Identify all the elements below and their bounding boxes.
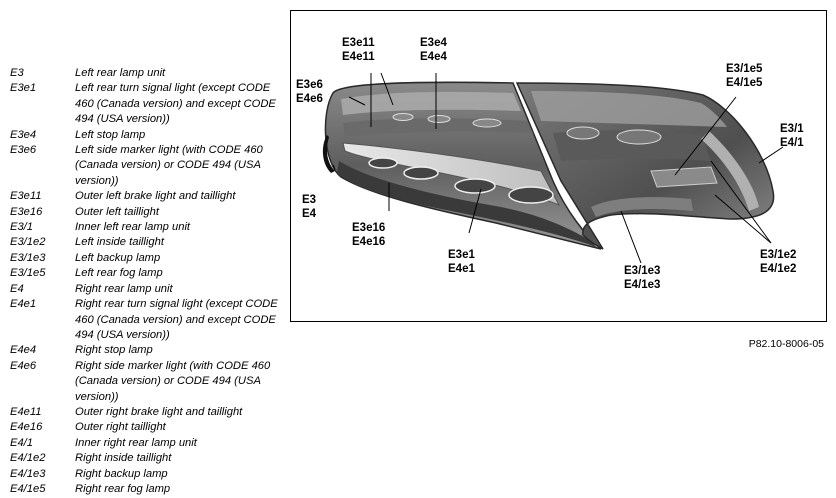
legend-description: Right backup lamp: [75, 467, 168, 480]
legend-code: E4/1e3: [10, 467, 46, 480]
callout-rear-lamp-unit: E3 E4: [302, 193, 316, 221]
legend-row: E3e1 Left rear turn signal light (except …: [10, 81, 282, 127]
tail-lamp-illustration: [322, 72, 784, 264]
callout-turn-signal-light: E3e1 E4e1: [448, 248, 475, 276]
legend-description: Inner right rear lamp unit: [75, 436, 197, 449]
legend-row: E3/1 Inner left rear lamp unit: [10, 220, 282, 235]
legend-code: E3e11: [10, 190, 42, 203]
legend-description: Left inside taillight: [75, 236, 164, 249]
callout-line-2: E4e6: [296, 93, 323, 105]
legend-description: Right side marker light (with CODE 460 (…: [75, 359, 271, 403]
legend-description: Inner left rear lamp unit: [75, 221, 191, 234]
callout-line-1: E3e1: [448, 249, 475, 261]
legend-description: Left backup lamp: [75, 251, 161, 264]
callout-stop-lamp: E3e4 E4e4: [420, 36, 447, 64]
callout-line-1: E3e6: [296, 79, 323, 91]
callout-backup-lamp: E3/1e3 E4/1e3: [624, 264, 660, 292]
legend-code: E4/1e2: [10, 452, 46, 465]
legend-code: E3/1: [10, 221, 34, 234]
callout-line-2: E4/1e2: [760, 263, 797, 275]
callout-line-1: E3/1e2: [760, 249, 797, 261]
legend-code: E3/1e2: [10, 236, 46, 249]
legend-description: Left rear lamp unit: [75, 67, 166, 79]
legend-description: Left side marker light (with CODE 460 (C…: [75, 144, 263, 187]
legend-code: E3e4: [10, 128, 37, 141]
legend-code: E4/1e5: [10, 482, 46, 495]
callout-side-marker-light: E3e6 E4e6: [296, 78, 323, 106]
callout-inside-taillight: E3/1e2 E4/1e2: [760, 248, 796, 276]
legend-description: Left stop lamp: [75, 128, 146, 141]
callout-line-1: E3: [302, 194, 317, 206]
legend-code: E3: [10, 67, 24, 79]
legend-code: E4e11: [10, 405, 42, 418]
legend-row: E4/1e3 Right backup lamp: [10, 467, 282, 482]
callout-line-1: E3e16: [352, 222, 386, 234]
legend-description: Right inside taillight: [75, 452, 172, 465]
legend-description: Left rear turn signal light (except CODE…: [75, 82, 276, 126]
callout-line-2: E4e16: [352, 236, 386, 248]
legend-row: E3 Left rear lamp unit: [10, 66, 282, 81]
legend-description: Outer left taillight: [75, 205, 159, 218]
legend-row: E4/1e5 Right rear fog lamp: [10, 482, 282, 497]
legend-row: E3e6 Left side marker light (with CODE 46…: [10, 143, 282, 189]
callout-outer-brake-light: E3e11 E4e11: [342, 36, 375, 64]
callout-line-2: E4e1: [448, 263, 475, 275]
legend-row: E4 Right rear lamp unit: [10, 282, 282, 297]
legend-code: E4e1: [10, 298, 37, 311]
callout-line-2: E4/1e3: [624, 279, 661, 291]
outer-lamp-unit: [322, 81, 602, 250]
legend-row: E3e11 Outer left brake light and tailligh…: [10, 189, 282, 204]
legend-description: Outer right brake light and taillight: [75, 405, 243, 418]
callout-rear-fog-lamp: E3/1e5 E4/1e5: [726, 62, 762, 90]
callout-line-2: E4/1e5: [726, 77, 763, 89]
callout-line-1: E3/1e5: [726, 63, 763, 75]
legend-description: Right rear turn signal light (except COD…: [75, 298, 278, 341]
legend-row: E4e4 Right stop lamp: [10, 343, 282, 358]
callout-line-2: E4e4: [420, 51, 447, 63]
callout-inner-lamp-unit: E3/1 E4/1: [780, 122, 804, 150]
figure-reference: P82.10-8006-05: [748, 338, 824, 350]
legend-code: E3/1e3: [10, 251, 46, 264]
legend-description: Outer right taillight: [75, 421, 166, 434]
legend-code: E4e4: [10, 344, 37, 357]
legend-row: E4e6 Right side marker light (with CODE 4…: [10, 359, 282, 405]
callout-line-1: E3/1: [780, 123, 804, 135]
legend-row: E3/1e3 Left backup lamp: [10, 251, 282, 266]
inner-lamp-unit: [515, 82, 775, 250]
callout-line-1: E3e11: [342, 37, 375, 49]
legend-row: E3e4 Left stop lamp: [10, 128, 282, 143]
legend-code: E3e16: [10, 205, 43, 218]
callout-outer-taillight: E3e16 E4e16: [352, 221, 385, 249]
legend-row: E3/1e2 Left inside taillight: [10, 235, 282, 250]
legend-row: E4e1 Right rear turn signal light (except…: [10, 297, 282, 343]
callout-line-2: E4e11: [342, 51, 375, 63]
legend-row: E3e16 Outer left taillight: [10, 205, 282, 220]
callout-line-1: E3/1e3: [624, 265, 661, 277]
legend-description: Outer left brake light and taillight: [75, 190, 236, 203]
legend-row: E4e16 Outer right taillight: [10, 420, 282, 435]
leader-lines: [332, 72, 784, 264]
legend-row: E3/1e5 Left rear fog lamp: [10, 266, 282, 281]
legend-description: Right stop lamp: [75, 344, 153, 357]
legend-description: Right rear lamp unit: [75, 282, 173, 295]
legend-code: E4e6: [10, 359, 37, 372]
legend-code: E3e6: [10, 144, 37, 157]
legend-code: E4e16: [10, 421, 43, 434]
legend-row: E4/1 Inner right rear lamp unit: [10, 436, 282, 451]
legend-code: E3/1e5: [10, 267, 46, 280]
legend-row: E4/1e2 Right inside taillight: [10, 451, 282, 466]
legend-code: E4: [10, 282, 24, 295]
callout-line-2: E4/1: [780, 137, 804, 149]
legend-row: E4e11 Outer right brake light and taillig…: [10, 405, 282, 420]
legend-description: Left rear fog lamp: [75, 267, 163, 280]
figure-frame: [290, 10, 827, 322]
callout-line-2: E4: [302, 208, 317, 220]
legend-code: E4/1: [10, 436, 34, 449]
callout-line-1: E3e4: [420, 37, 447, 49]
legend-description: Right rear fog lamp: [75, 482, 171, 495]
legend-code: E3e1: [10, 82, 37, 95]
